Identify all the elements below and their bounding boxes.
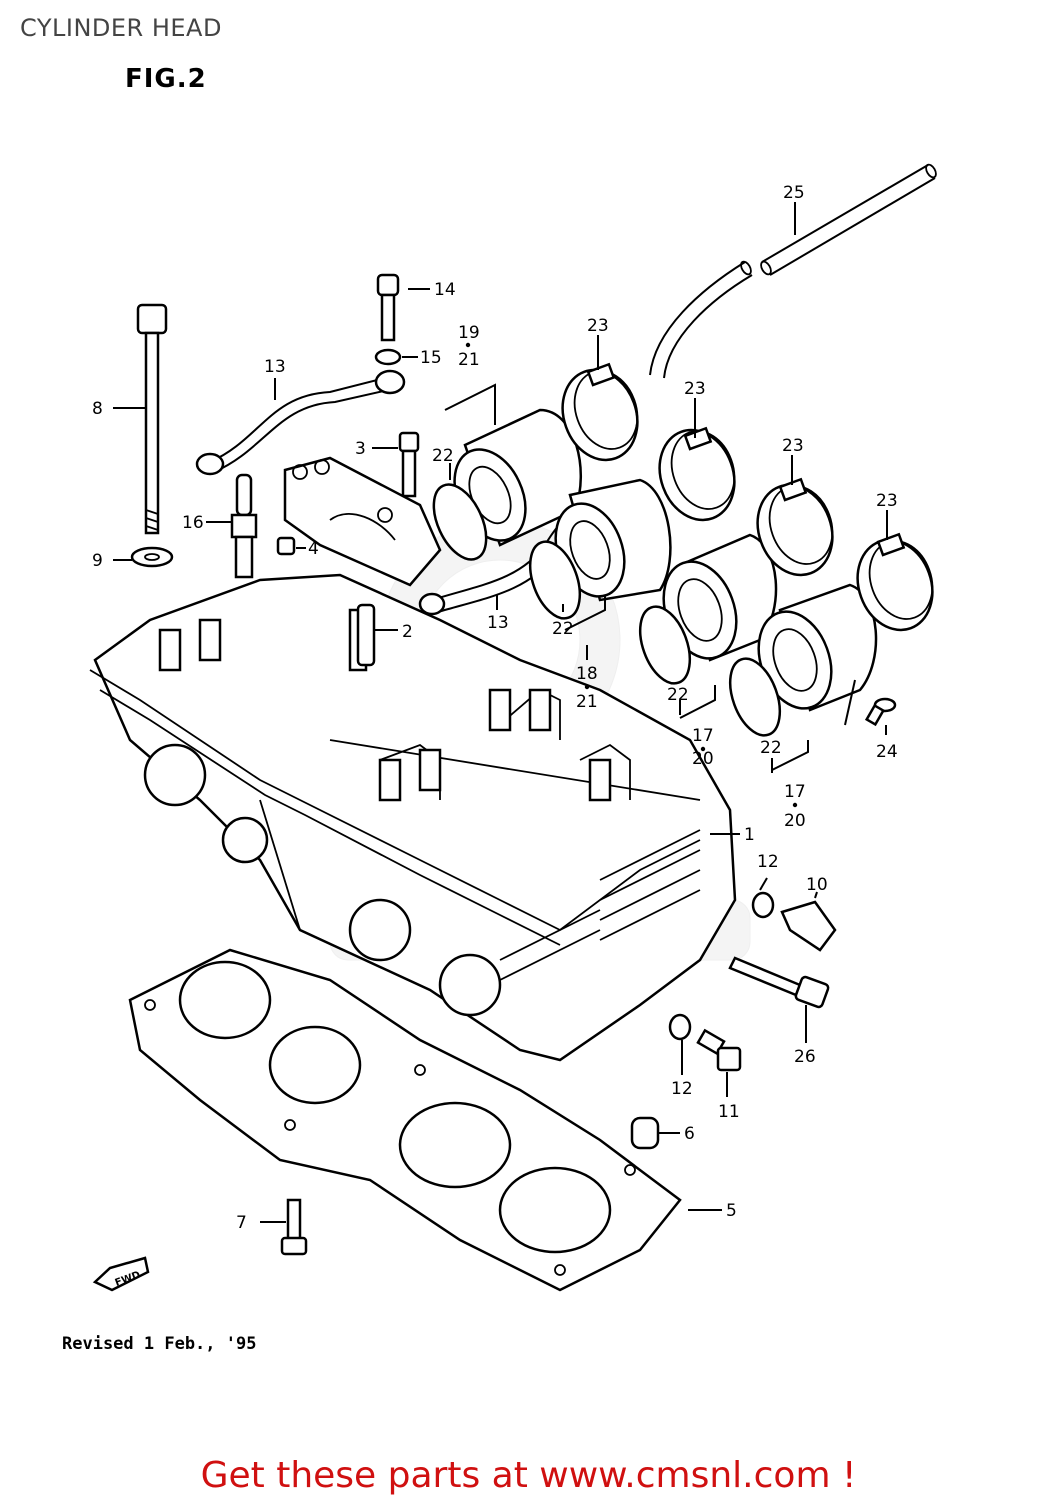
intake-pipe-18: [554, 478, 672, 602]
callout-15: 15: [420, 348, 442, 368]
callout-23-a: 23: [587, 316, 609, 336]
callout-17-a: 17: [692, 726, 714, 746]
callout-21-b: 21: [576, 692, 598, 712]
bolt-7: [280, 1198, 308, 1256]
callout-20-a: 20: [692, 749, 714, 769]
callout-8: 8: [92, 399, 103, 419]
callout-22-c: 22: [667, 685, 689, 705]
callout-5: 5: [726, 1201, 737, 1221]
callout-21-a: 21: [458, 350, 480, 370]
callout-24: 24: [876, 742, 898, 762]
callout-10: 10: [806, 875, 828, 895]
bolt-11: [696, 1028, 742, 1072]
stud-2: [356, 603, 376, 667]
callout-separator-dots: [465, 342, 798, 808]
callout-13-lower: 13: [487, 613, 509, 633]
breather-hose: [649, 163, 937, 379]
callout-23-d: 23: [876, 491, 898, 511]
intake-pipe-17b: [757, 583, 878, 712]
head-gasket: [128, 948, 682, 1292]
figure-label: FIG.2: [125, 64, 207, 94]
bolt-3: [398, 431, 420, 498]
callout-26: 26: [794, 1047, 816, 1067]
clamp-23b: [658, 426, 736, 522]
revision-note: Revised 1 Feb., '95: [62, 1334, 257, 1354]
callout-7: 7: [236, 1213, 247, 1233]
callout-13-upper: 13: [264, 357, 286, 377]
callout-22-a: 22: [432, 446, 454, 466]
head-bolt: [136, 303, 168, 535]
callout-18: 18: [576, 664, 598, 684]
callout-19: 19: [458, 323, 480, 343]
callout-4: 4: [308, 539, 319, 559]
dowel-pin-6: [630, 1116, 660, 1150]
oil-pipe-upper: [195, 369, 406, 476]
callout-20-b: 20: [784, 811, 806, 831]
callout-3: 3: [355, 439, 366, 459]
clamp-23c: [756, 477, 834, 577]
callout-23-c: 23: [782, 436, 804, 456]
washer-12-upper: [751, 891, 775, 919]
callout-12-upper: 12: [757, 852, 779, 872]
washer-9: [130, 546, 174, 568]
cylinder-head-body: [89, 573, 737, 1062]
leader-lines: [113, 202, 888, 1223]
intake-gasket-22d: [728, 657, 782, 737]
intake-gasket-22c: [638, 605, 692, 685]
callout-17-b: 17: [784, 782, 806, 802]
callout-14: 14: [434, 280, 456, 300]
callout-labels: 1 2 3 4 5 6 7 8 9 10 11 12 12 13 13 14 1…: [92, 183, 898, 1233]
callout-6: 6: [684, 1124, 695, 1144]
callout-25: 25: [783, 183, 805, 203]
bolt-26: [728, 956, 830, 1009]
washer-12-lower: [668, 1013, 692, 1041]
callout-1: 1: [744, 825, 755, 845]
union-bolt-10: [780, 900, 837, 952]
intake-gasket-22a: [432, 483, 488, 561]
page-title: CYLINDER HEAD: [20, 14, 222, 42]
bolt-14: [376, 273, 400, 342]
cylinder-head-diagram: FWD: [89, 163, 937, 1292]
intake-pipe-19: [453, 408, 583, 547]
spark-plug: [230, 473, 258, 579]
callout-11: 11: [718, 1102, 740, 1122]
intake-gasket-22b: [528, 540, 582, 620]
clamp-23a: [561, 362, 639, 462]
fwd-arrow-icon: FWD: [92, 1256, 150, 1292]
footer-link[interactable]: Get these parts at www.cmsnl.com !: [200, 1455, 857, 1496]
callout-12-lower: 12: [671, 1079, 693, 1099]
clamp-23d: [856, 532, 934, 632]
camshaft-holder: [283, 456, 442, 587]
callout-22-b: 22: [552, 619, 574, 639]
callout-23-b: 23: [684, 379, 706, 399]
callout-2: 2: [402, 622, 413, 642]
screw-24: [864, 697, 897, 727]
callout-22-d: 22: [760, 738, 782, 758]
callout-16: 16: [182, 513, 204, 533]
dowel-pin-4: [276, 536, 296, 556]
callout-9: 9: [92, 551, 103, 571]
washer-15: [374, 348, 402, 366]
